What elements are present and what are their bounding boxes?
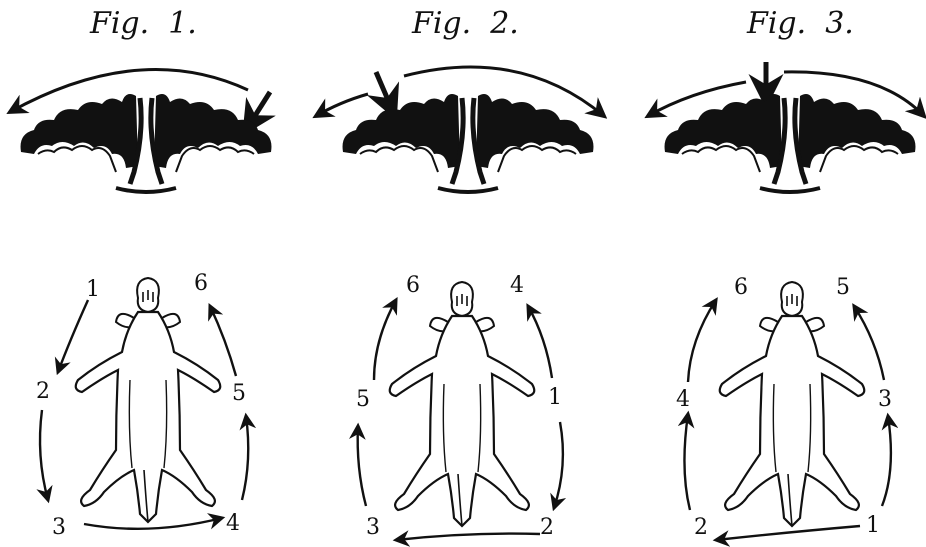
label-1: 1 xyxy=(548,385,562,410)
label-2: 2 xyxy=(540,515,554,540)
animal-drawing xyxy=(720,282,865,526)
label-2: 2 xyxy=(694,515,708,540)
label-6: 6 xyxy=(194,271,208,296)
arc-arrow-left xyxy=(316,94,368,116)
fig-1-animal: 1 2 3 4 5 6 xyxy=(36,271,248,540)
label-4: 4 xyxy=(510,273,524,298)
label-5: 5 xyxy=(356,387,370,412)
label-3: 3 xyxy=(878,387,892,412)
label-1: 1 xyxy=(86,277,100,302)
label-4: 4 xyxy=(226,511,240,536)
fig-3-animal: 6 5 4 3 2 1 xyxy=(676,275,892,540)
label-4: 4 xyxy=(676,387,690,412)
animal-drawing xyxy=(76,278,221,522)
label-1: 1 xyxy=(866,513,880,538)
label-2: 2 xyxy=(36,379,50,404)
label-6: 6 xyxy=(406,273,420,298)
brain-section xyxy=(665,94,916,192)
brain-section xyxy=(21,94,272,192)
label-3: 3 xyxy=(366,515,380,540)
fig-1-section xyxy=(10,70,271,192)
fig-2-section xyxy=(316,67,604,192)
label-5: 5 xyxy=(232,381,246,406)
fig-2-animal: 6 4 5 1 3 2 xyxy=(356,273,563,540)
animal-drawing xyxy=(390,282,535,526)
fig-3-section xyxy=(648,62,924,192)
pointer-arrow xyxy=(376,72,394,114)
label-6: 6 xyxy=(734,275,748,300)
label-5: 5 xyxy=(836,275,850,300)
label-3: 3 xyxy=(52,515,66,540)
brain-section xyxy=(343,94,594,192)
